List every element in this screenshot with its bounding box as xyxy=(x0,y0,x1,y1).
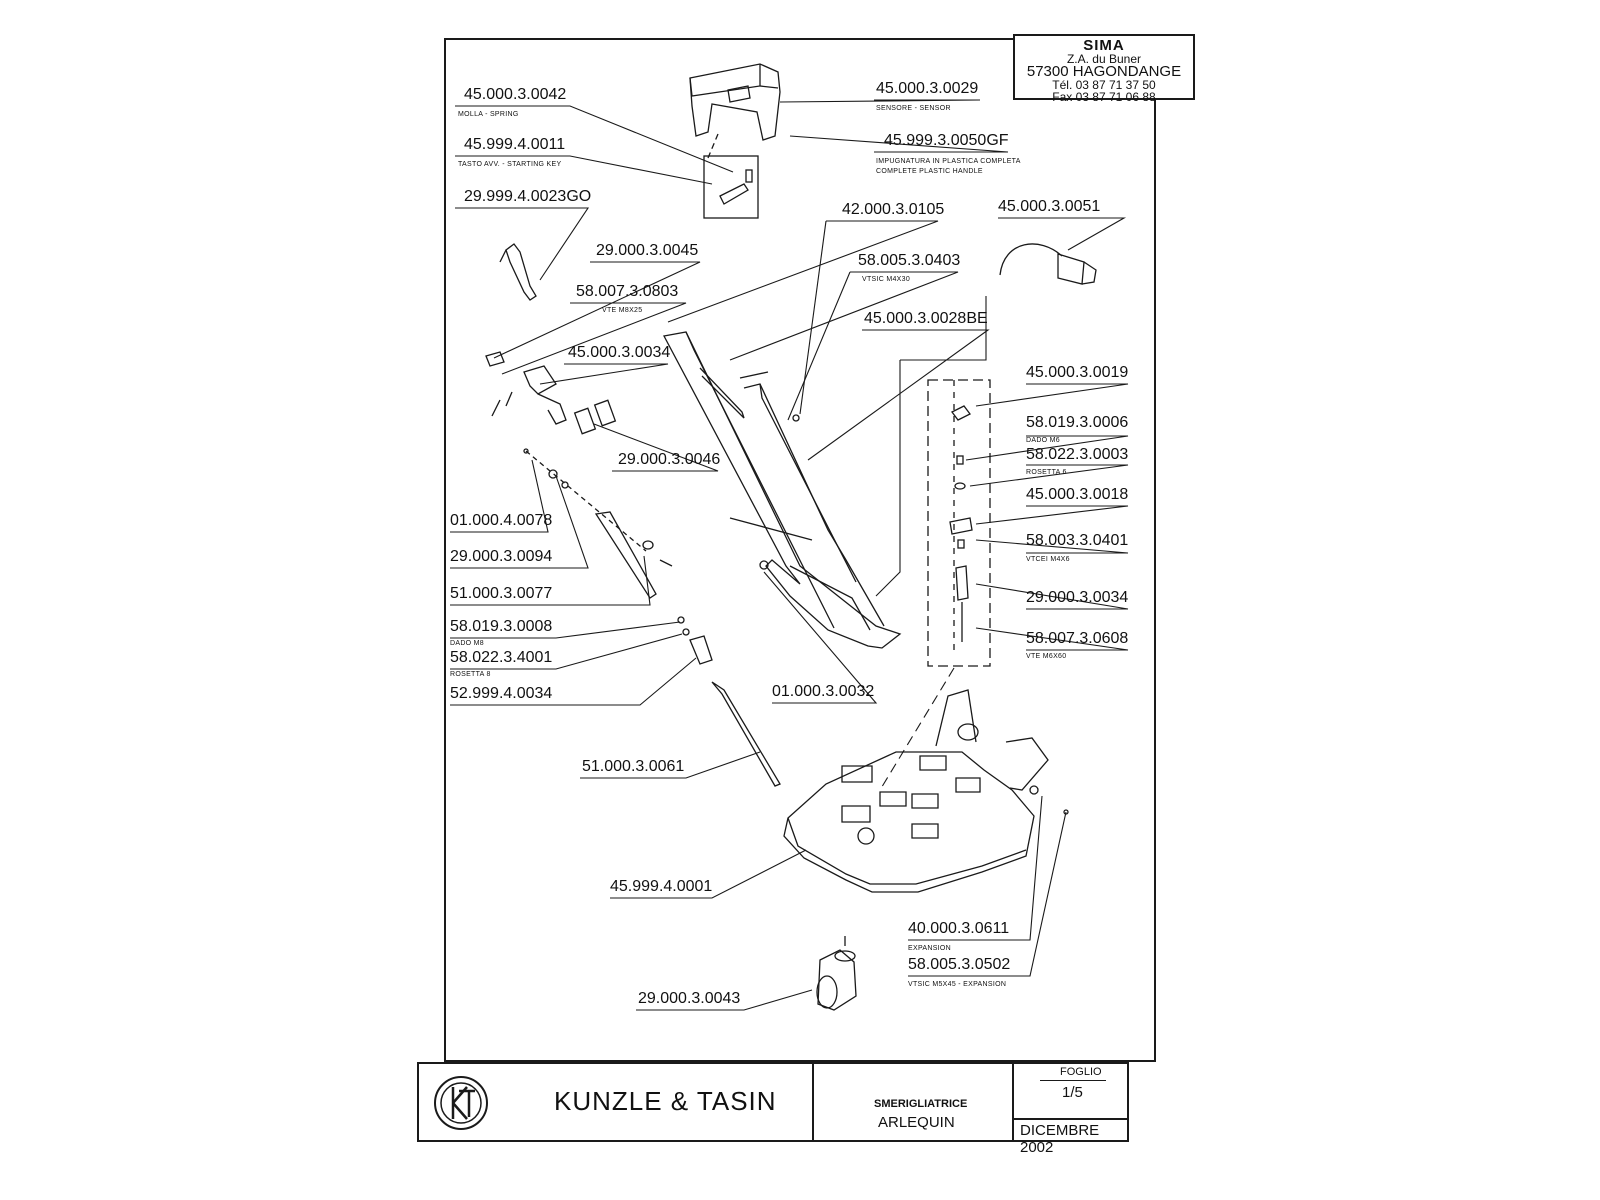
part-label: 45.000.3.0034 xyxy=(568,344,671,361)
part-sublabel: VTSIC M5x45 - EXPANSION xyxy=(908,981,1007,988)
product-name: ARLEQUIN xyxy=(878,1114,955,1131)
part-label: 29.999.4.0023GO xyxy=(464,188,592,205)
part-sublabel: VTSIC M4x30 xyxy=(862,276,911,283)
cable-part xyxy=(999,243,1097,285)
part-label: 42.000.3.0105 xyxy=(842,201,945,218)
drawing-date: DICEMBRE 2002 xyxy=(1020,1122,1100,1156)
sheet-cell: FOGLIO 1/5 DICEMBRE 2002 xyxy=(1012,1064,1129,1156)
part-label: 58.005.3.0502 xyxy=(908,956,1011,973)
dealer-fax: Fax 03 87 71 06 88 xyxy=(1052,90,1156,104)
part-sublabel: IMPUGNATURA IN PLASTICA COMPLETA xyxy=(876,158,1021,165)
sheet-label-rule xyxy=(1040,1080,1106,1081)
kt-logo-icon xyxy=(434,1076,488,1130)
part-sublabel: DADO M6 xyxy=(1026,437,1060,444)
part-sublabel: SENSORE - SENSOR xyxy=(876,105,951,112)
part-label: 45.999.3.0050GF xyxy=(884,132,1009,149)
part-label: 45.000.3.0042 xyxy=(464,86,567,103)
product-cell: SMERIGLIATRICE ARLEQUIN xyxy=(814,1064,1014,1140)
drawing-frame xyxy=(444,38,1156,1062)
lever-part xyxy=(485,243,617,435)
part-label: 51.000.3.0077 xyxy=(450,585,553,602)
part-sublabel: TASTO AVV. - STARTING KEY xyxy=(458,161,562,168)
sheet-label: FOGLIO xyxy=(1060,1066,1102,1078)
title-block: KUNZLE & TASIN SMERIGLIATRICE ARLEQUIN F… xyxy=(417,1062,1129,1156)
part-label: 29.000.3.0043 xyxy=(638,990,741,1007)
part-label: 58.003.3.0401 xyxy=(1026,532,1129,549)
part-label: 58.022.3.0003 xyxy=(1026,446,1129,463)
part-label: 45.000.3.0019 xyxy=(1026,364,1129,381)
part-label: 58.007.3.0803 xyxy=(576,283,679,300)
part-label: 29.000.3.0034 xyxy=(1026,589,1129,606)
part-label: 58.022.3.4001 xyxy=(450,649,553,666)
dealer-tel: Tél. 03 87 71 37 50 xyxy=(1052,78,1156,92)
part-label: 01.000.4.0078 xyxy=(450,512,553,529)
part-label: 40.000.3.0611 xyxy=(908,920,1010,937)
dealer-address: Z.A. du Buner xyxy=(1066,52,1142,66)
part-sublabel: ROSETTA 8 xyxy=(450,671,491,678)
part-label: 29.000.3.0094 xyxy=(450,548,553,565)
part-label: 45.000.3.0029 xyxy=(876,80,979,97)
part-label: 45.000.3.0028BE xyxy=(864,310,988,327)
part-sublabel: ROSETTA 6 xyxy=(1026,469,1067,476)
part-label: 45.999.4.0011 xyxy=(464,136,566,153)
date-divider xyxy=(1012,1118,1129,1120)
part-sublabel: DADO M8 xyxy=(450,640,484,647)
part-label: 29.000.3.0046 xyxy=(618,451,721,468)
handle-part xyxy=(689,63,781,219)
caster-wheel-part xyxy=(816,936,857,1011)
part-label: 52.999.4.0034 xyxy=(450,685,553,702)
part-sublabel: EXPANSION xyxy=(908,945,952,952)
sheet-number: 1/5 xyxy=(1062,1084,1083,1101)
part-sublabel: MOLLA - SPRING xyxy=(458,111,519,118)
part-sublabel: COMPLETE PLASTIC HANDLE xyxy=(876,168,983,175)
rod-parts xyxy=(523,448,781,787)
base-part xyxy=(783,689,1069,893)
part-label: 45.000.3.0018 xyxy=(1026,486,1129,503)
part-label: 45.999.4.0001 xyxy=(610,878,713,895)
dealer-name: SIMA xyxy=(1083,37,1125,54)
column-part xyxy=(663,331,902,649)
part-label: 58.005.3.0403 xyxy=(858,252,961,269)
leader-lines xyxy=(450,99,1129,1011)
brand-cell: KUNZLE & TASIN xyxy=(419,1064,814,1140)
part-sublabel: VTE M6x60 xyxy=(1026,653,1067,660)
part-label: 01.000.3.0032 xyxy=(772,683,875,700)
part-label: 58.007.3.0608 xyxy=(1026,630,1129,647)
dealer-stamp: SIMA Z.A. du Buner 57300 HAGONDANGE Tél.… xyxy=(1013,34,1195,104)
hardware-group xyxy=(927,379,991,667)
part-label: 45.000.3.0051 xyxy=(998,198,1101,215)
part-label: 58.019.3.0006 xyxy=(1026,414,1129,431)
part-label: 51.000.3.0061 xyxy=(582,758,685,775)
product-type: SMERIGLIATRICE xyxy=(874,1098,968,1110)
brand-name: KUNZLE & TASIN xyxy=(554,1086,777,1116)
dealer-city: 57300 HAGONDANGE xyxy=(1026,63,1182,80)
part-label: 58.019.3.0008 xyxy=(450,618,553,635)
part-label: 29.000.3.0045 xyxy=(596,242,699,259)
part-sublabel: VTE M8x25 xyxy=(602,307,643,314)
part-sublabel: VTCEI M4x6 xyxy=(1026,556,1070,563)
